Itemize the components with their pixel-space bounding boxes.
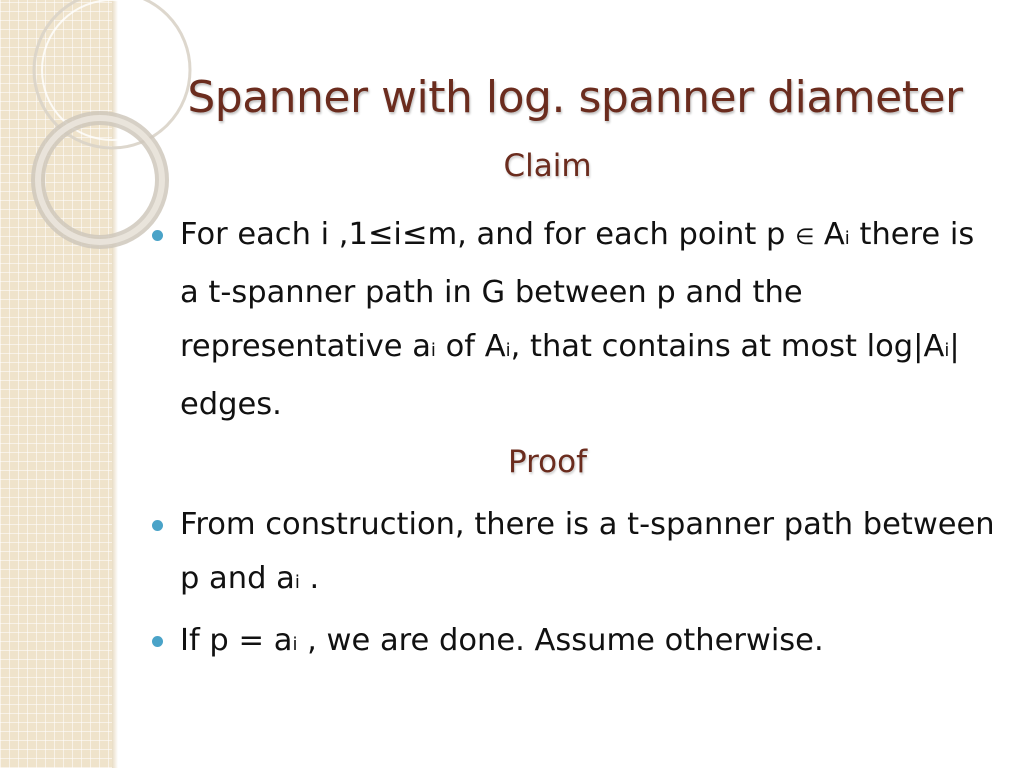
proof-bullet-list-2: If p = ai , we are done. Assume otherwis…: [148, 614, 998, 672]
subscript-i: i: [292, 634, 298, 655]
claim-text-1: For each i ,1≤i≤m, and for each point p: [180, 217, 796, 252]
subscript-i: i: [844, 228, 850, 249]
proof-bullet-list-1: From construction, there is a t-spanner …: [148, 498, 998, 610]
side-panel-edge: [112, 0, 118, 768]
subscript-i: i: [430, 340, 436, 361]
subscript-i: i: [505, 340, 511, 361]
proof-text-1: From construction, there is a t-spanner …: [180, 507, 995, 596]
proof-text-2: .: [299, 561, 320, 596]
claim-bullet: For each i ,1≤i≤m, and for each point p …: [148, 208, 998, 432]
bullet-dot-icon: [152, 520, 163, 531]
proof-bullet: If p = ai , we are done. Assume otherwis…: [148, 614, 998, 672]
claim-text-5: , that contains at most log|A: [510, 329, 945, 364]
proof-bullet: From construction, there is a t-spanner …: [148, 498, 998, 610]
element-of-symbol: ∈: [795, 225, 815, 250]
subscript-i: i: [944, 340, 950, 361]
proof-text-4: , we are done. Assume otherwise.: [297, 623, 824, 658]
claim-text-3: there is a t-spanner path in G between p…: [180, 217, 975, 364]
claim-text-2: A: [814, 217, 845, 252]
proof-heading: Proof: [507, 444, 588, 480]
bullet-dot-icon: [152, 636, 163, 647]
claim-heading: Claim: [503, 148, 592, 184]
bullet-dot-icon: [152, 230, 163, 241]
proof-text-3: If p = a: [180, 623, 293, 658]
subscript-i: i: [294, 572, 300, 593]
decorative-rings: [31, 0, 192, 249]
claim-text-6: | edges.: [180, 329, 960, 422]
claim-text-4: of A: [435, 329, 506, 364]
claim-bullet-list: For each i ,1≤i≤m, and for each point p …: [148, 208, 998, 432]
slide-title: Spanner with log. spanner diameter: [187, 72, 963, 123]
